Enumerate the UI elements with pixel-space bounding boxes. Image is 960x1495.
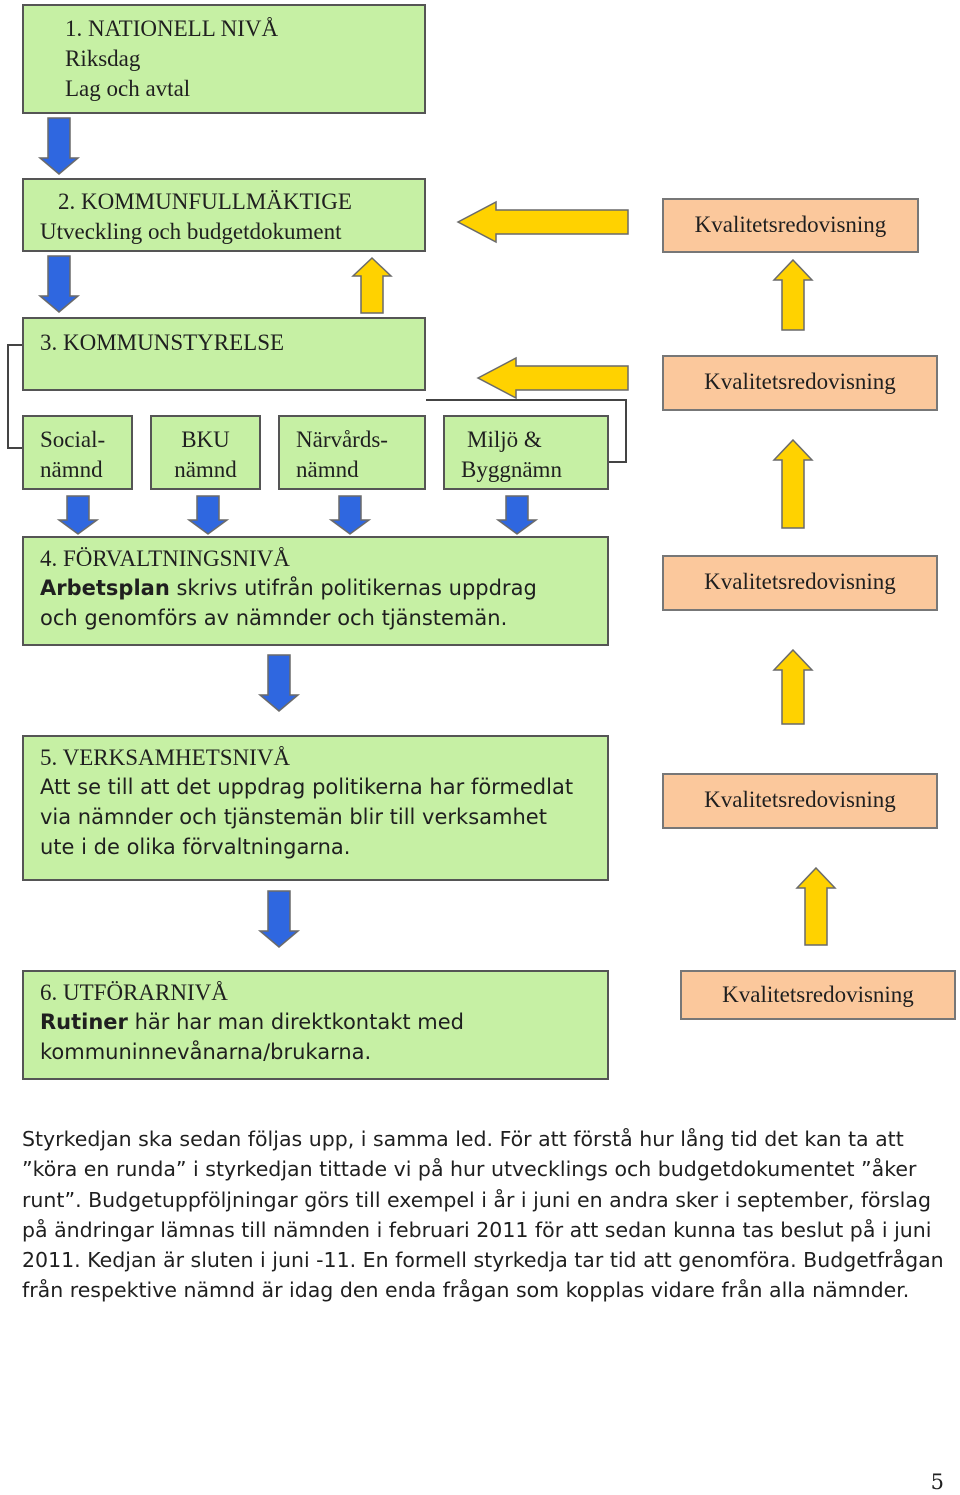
- level-forvaltning-box: 4. FÖRVALTNINGSNIVÅ Arbetsplan skrivs ut…: [22, 536, 609, 646]
- utforare-bold-word: Rutiner: [40, 1010, 128, 1034]
- governance-diagram: [7, 117, 837, 948]
- verksamhet-line-3: via nämnder och tjänstemän blir till ver…: [40, 805, 547, 829]
- arrow-up-kvalitet-3-to-2: [772, 438, 814, 529]
- namnd-miljo-box: Miljö & Byggnämn: [443, 415, 609, 490]
- kommunfullmaktige-line-1: 2. KOMMUNFULLMÄKTIGE: [58, 189, 352, 214]
- forvaltning-heading: 4. FÖRVALTNINGSNIVÅ: [40, 546, 290, 571]
- level-kommunstyrelse-box: 3. KOMMUNSTYRELSE: [22, 317, 426, 391]
- kvalitet-box-5: Kvalitetsredovisning: [680, 970, 956, 1020]
- nationell-line-1: 1. NATIONELL NIVÅ: [65, 16, 279, 41]
- page-number: 5: [930, 1470, 944, 1494]
- arrow-up-kvalitet-5-to-4: [795, 866, 837, 946]
- kvalitet-box-2: Kvalitetsredovisning: [662, 355, 938, 411]
- nationell-line-2: Riksdag: [65, 46, 141, 71]
- arrow-down-narvard: [328, 495, 372, 535]
- body-paragraph: Styrkedjan ska sedan följas upp, i samma…: [22, 1127, 944, 1303]
- utforare-line-3: kommuninnevånarna/brukarna.: [40, 1040, 372, 1064]
- forvaltning-line-2-rest: skrivs utifrån politikernas uppdrag: [169, 576, 537, 600]
- namnd-miljo-line-2: Byggnämn: [461, 457, 562, 482]
- kvalitet-box-4: Kvalitetsredovisning: [662, 773, 938, 829]
- arrow-down-miljo: [495, 495, 539, 535]
- bracket-left: [7, 344, 22, 449]
- level-utforare-box: 6. UTFÖRARNIVÅ Rutiner här har man direk…: [22, 970, 609, 1080]
- namnd-bku-box: BKU nämnd: [150, 415, 261, 490]
- namnd-social-line-1: Social-: [40, 427, 106, 452]
- namnd-bku-line-2: nämnd: [174, 457, 237, 482]
- bracket-right-line: [426, 399, 627, 463]
- kommunfullmaktige-line-2: Utveckling och budgetdokument: [40, 219, 342, 244]
- kvalitet-box-1: Kvalitetsredovisning: [662, 198, 919, 253]
- level-verksamhet-box: 5. VERKSAMHETSNIVÅ Att se till att det u…: [22, 735, 609, 881]
- verksamhet-heading: 5. VERKSAMHETSNIVÅ: [40, 745, 291, 770]
- namnd-narvard-line-1: Närvårds-: [296, 427, 388, 452]
- namnd-social-box: Social- nämnd: [22, 415, 133, 490]
- level-nationell-box: 1. NATIONELL NIVÅ Riksdag Lag och avtal: [22, 4, 426, 114]
- utforare-line-2: Rutiner här har man direktkontakt med: [40, 1007, 607, 1037]
- arrow-up-kvalitet-2-to-1: [772, 258, 814, 331]
- kvalitet-box-3: Kvalitetsredovisning: [662, 555, 938, 611]
- namnd-social-line-2: nämnd: [40, 457, 103, 482]
- utforare-heading: 6. UTFÖRARNIVÅ: [40, 980, 228, 1005]
- arrow-up-kvalitet-4-to-3: [772, 648, 814, 725]
- arrow-up-3-to-2: [351, 256, 393, 314]
- verksamhet-line-4: ute i de olika förvaltningarna.: [40, 835, 351, 859]
- utforare-line-2-rest: här har man direktkontakt med: [127, 1010, 464, 1034]
- arrow-left-kvalitet-to-2: [456, 200, 629, 244]
- nationell-line-3: Lag och avtal: [65, 76, 191, 101]
- arrow-down-1-to-2: [37, 117, 81, 175]
- forvaltning-bold-word: Arbetsplan: [40, 576, 170, 600]
- arrow-down-2-to-3: [37, 255, 81, 313]
- kommunstyrelse-line-1: 3. KOMMUNSTYRELSE: [40, 330, 285, 355]
- bracket-right: [426, 399, 627, 463]
- arrow-left-kvalitet-to-3: [476, 356, 629, 400]
- arrows-layer: [37, 117, 837, 948]
- arrow-down-4-to-5: [257, 654, 301, 712]
- level-kommunfullmaktige-box: 2. KOMMUNFULLMÄKTIGE Utveckling och budg…: [22, 178, 426, 252]
- namnd-bku-line-1: BKU: [181, 427, 230, 452]
- namnd-narvard-box: Närvårds- nämnd: [278, 415, 426, 490]
- namnd-miljo-line-1: Miljö &: [467, 427, 542, 452]
- verksamhet-line-2: Att se till att det uppdrag politikerna …: [40, 775, 574, 799]
- forvaltning-line-3: och genomförs av nämnder och tjänstemän.: [40, 606, 508, 630]
- arrow-down-5-to-6: [257, 890, 301, 948]
- arrow-down-social: [56, 495, 100, 535]
- bracket-left-line: [7, 344, 22, 449]
- arrow-down-bku: [186, 495, 230, 535]
- forvaltning-line-2: Arbetsplan skrivs utifrån politikernas u…: [40, 573, 607, 603]
- namnd-narvard-line-2: nämnd: [296, 457, 359, 482]
